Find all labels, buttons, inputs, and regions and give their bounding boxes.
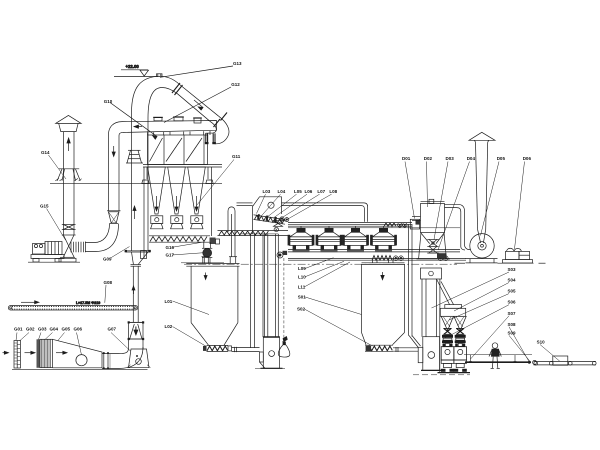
svg-text:G08: G08 (104, 280, 113, 285)
svg-text:L05: L05 (294, 189, 302, 194)
svg-text:L06: L06 (305, 189, 313, 194)
svg-text:L02: L02 (165, 324, 173, 329)
svg-text:S10: S10 (537, 339, 546, 344)
svg-text:D01: D01 (402, 156, 411, 161)
svg-text:G05: G05 (62, 327, 71, 332)
svg-text:G04: G04 (50, 327, 59, 332)
svg-text:G16: G16 (166, 245, 175, 250)
svg-text:G02: G02 (26, 327, 35, 332)
svg-text:S08: S08 (508, 322, 517, 327)
svg-text:L=17.5M Φ219: L=17.5M Φ219 (76, 301, 100, 305)
svg-text:D03: D03 (446, 156, 455, 161)
svg-text:D02: D02 (424, 156, 433, 161)
svg-text:G17: G17 (166, 253, 175, 258)
svg-text:G01: G01 (14, 327, 23, 332)
svg-text:G09: G09 (103, 256, 112, 261)
svg-text:L04: L04 (278, 189, 286, 194)
svg-text:D04: D04 (467, 156, 476, 161)
svg-text:S07: S07 (508, 311, 517, 316)
svg-text:D06: D06 (523, 156, 532, 161)
svg-text:L11: L11 (298, 285, 306, 290)
svg-text:G12: G12 (231, 82, 240, 87)
svg-text:G13: G13 (233, 61, 242, 66)
svg-text:L10: L10 (298, 274, 306, 279)
svg-text:L03: L03 (263, 189, 271, 194)
svg-text:G14: G14 (41, 150, 50, 155)
svg-text:G07: G07 (108, 327, 117, 332)
svg-text:S05: S05 (508, 289, 517, 294)
svg-text:G11: G11 (232, 154, 241, 159)
svg-text:G03: G03 (38, 327, 47, 332)
svg-text:L07: L07 (317, 189, 325, 194)
svg-text:S09: S09 (508, 330, 517, 335)
svg-text:G15: G15 (40, 204, 49, 209)
svg-text:L09: L09 (298, 266, 306, 271)
svg-text:G06: G06 (74, 327, 83, 332)
svg-text:D05: D05 (497, 156, 506, 161)
svg-text:S03: S03 (508, 267, 517, 272)
svg-text:S02: S02 (297, 307, 306, 312)
svg-text:+22.00: +22.00 (126, 64, 140, 69)
svg-text:G10: G10 (104, 99, 113, 104)
svg-text:S06: S06 (508, 300, 517, 305)
svg-text:L01: L01 (165, 299, 173, 304)
svg-text:L08: L08 (329, 189, 337, 194)
svg-text:S04: S04 (508, 278, 517, 283)
svg-text:S01: S01 (298, 295, 307, 300)
